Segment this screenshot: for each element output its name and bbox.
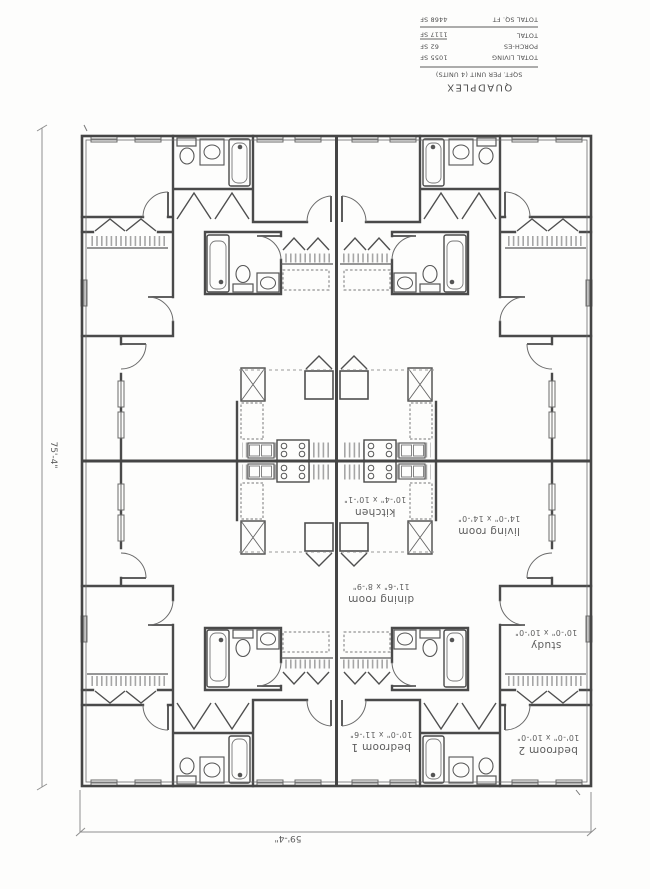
room-size: 10'-0" x 10'-0" <box>514 628 578 638</box>
room-size: 11'-6" x 8'-9" <box>352 582 410 592</box>
project-title: QUADPLEX <box>445 81 513 93</box>
titleblock-row-total: TOTAL 1117 SF <box>420 30 538 42</box>
room-label-dining-room: dining room 11'-6" x 8'-9" <box>348 581 414 605</box>
room-name: dining room <box>347 592 415 605</box>
dimension-width: 59'-4" <box>274 833 302 843</box>
title-block-subtitle: SQFT. PER UNIT (4 UNITS) <box>420 66 538 79</box>
titleblock-row-porches: PORCH-ES 62 SF <box>420 42 538 53</box>
room-name: bedroom 2 <box>518 743 578 756</box>
room-label-kitchen: kitchen 10'-4" x 10'-1" <box>344 494 406 518</box>
room-label-bedroom-1: bedroom 1 10'-0" x 11'-6" <box>350 729 412 753</box>
room-name: bedroom 1 <box>351 740 411 753</box>
titleblock-row-total-living: TOTAL LIVING 1055 SF <box>420 53 538 64</box>
row-value: 62 SF <box>420 43 439 51</box>
room-size: 10'-4" x 10'-1" <box>343 495 407 505</box>
room-size: 14'-0" x 14'-0" <box>457 514 521 524</box>
dimension-lines <box>36 124 597 837</box>
unit-top-left <box>81 136 333 461</box>
unit-bottom-left <box>81 461 333 786</box>
titleblock-row-total-sqft: TOTAL SQ. FT 4468 SF <box>420 14 538 28</box>
row-label: TOTAL LIVING <box>491 54 538 62</box>
room-label-study: study 10'-0" x 10'-0" <box>515 627 577 651</box>
row-label: TOTAL SQ. FT <box>492 15 538 24</box>
room-label-bedroom-2: bedroom 2 10'-0" x 10'-0" <box>517 732 579 756</box>
room-name: study <box>530 638 562 651</box>
room-label-living-room: living room 14'-0" x 14'-0" <box>458 513 520 537</box>
row-label: TOTAL <box>516 32 538 40</box>
room-name: kitchen <box>354 505 396 518</box>
row-value: 4468 SF <box>420 15 448 24</box>
dimension-height: 75'-4" <box>48 441 58 469</box>
room-size: 10'-0" x 10'-0" <box>516 733 580 743</box>
row-value: 1117 SF <box>420 31 448 40</box>
room-name: living room <box>457 524 521 537</box>
title-block: QUADPLEX SQFT. PER UNIT (4 UNITS) TOTAL … <box>420 14 538 93</box>
row-value: 1055 SF <box>420 54 448 62</box>
row-label: PORCH-ES <box>503 43 538 51</box>
room-size: 10'-0" x 11'-6" <box>349 730 413 740</box>
unit-top-right <box>340 136 592 461</box>
